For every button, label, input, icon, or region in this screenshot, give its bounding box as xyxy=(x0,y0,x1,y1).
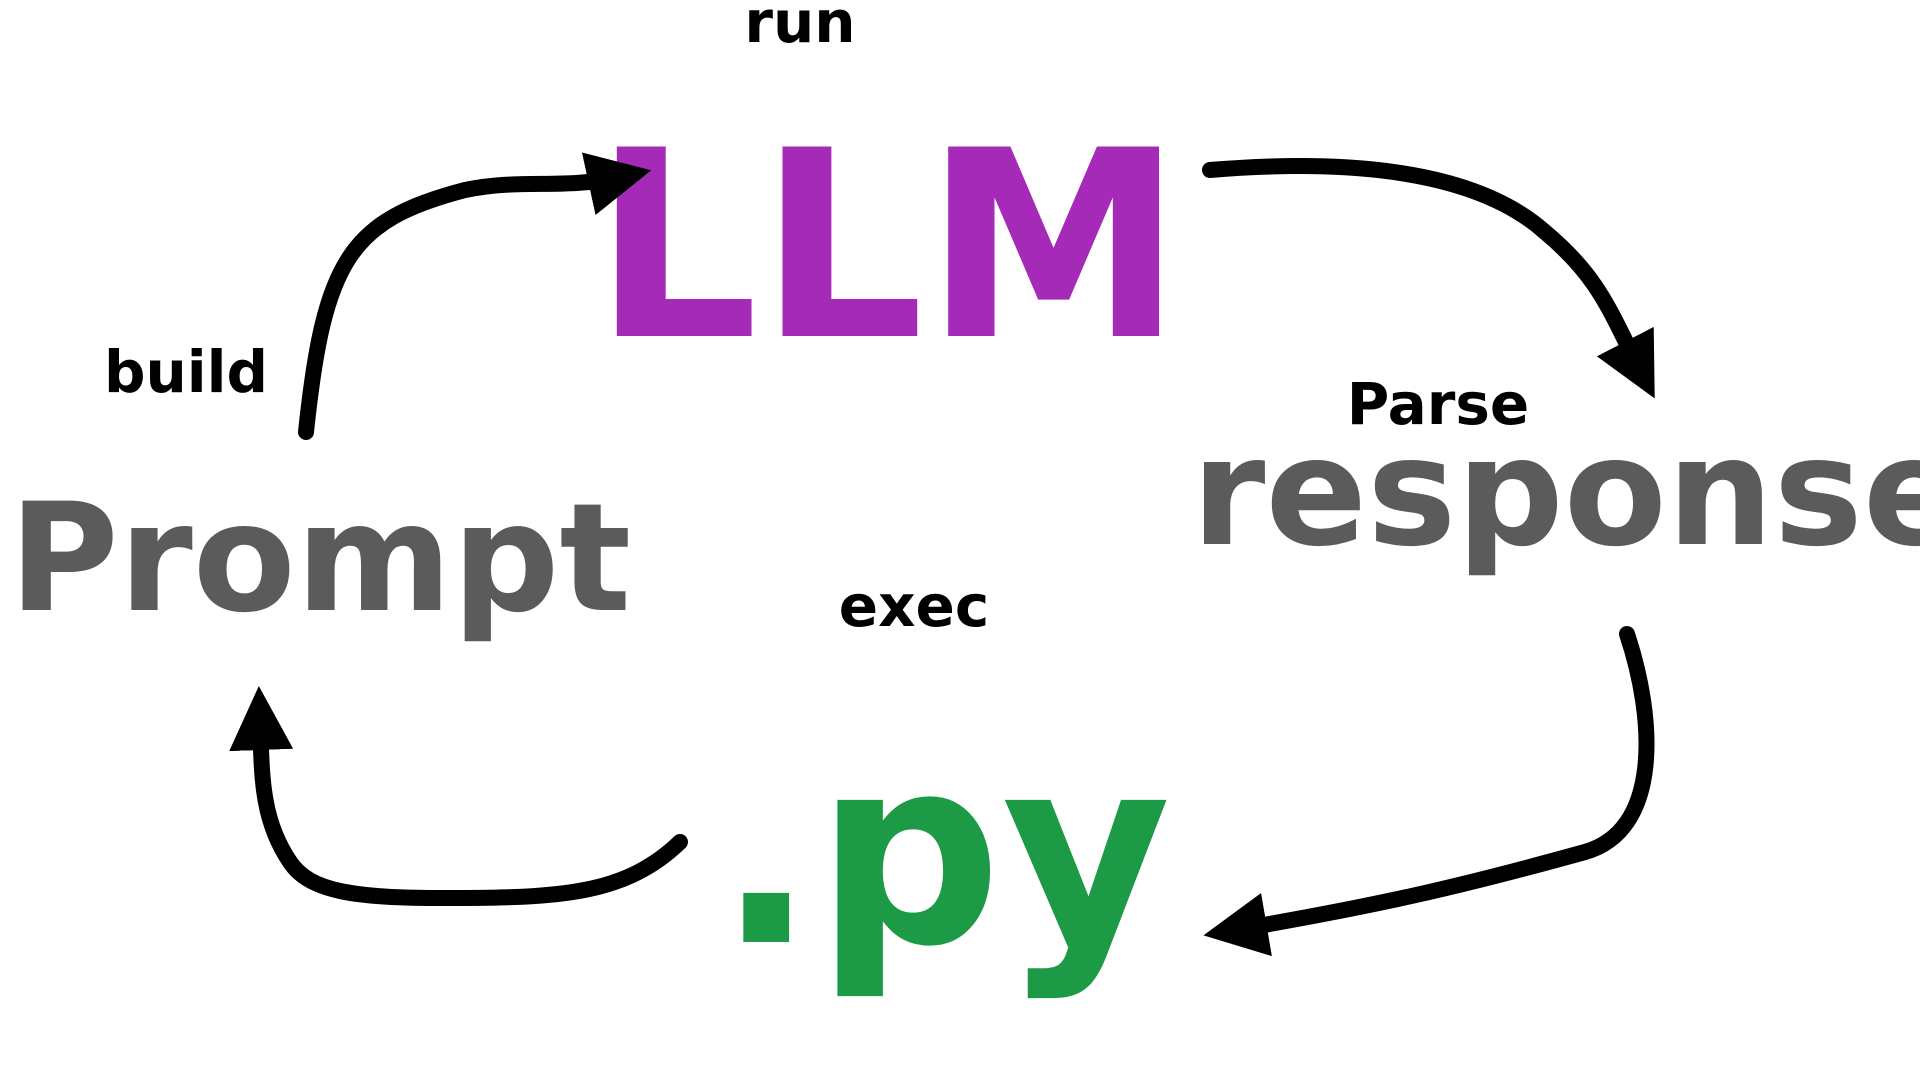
edge-exec-arrow xyxy=(1203,626,1655,957)
edge-label-exec: exec xyxy=(839,572,989,640)
node-py: .py xyxy=(717,702,1171,1004)
edge-loop-arrow xyxy=(229,686,688,906)
node-response: response xyxy=(1191,406,1920,580)
edge-label-parse: Parse xyxy=(1347,370,1530,438)
edge-label-run: run xyxy=(744,0,855,56)
edge-label-build: build xyxy=(104,338,268,406)
edge-build-arrow xyxy=(298,152,652,440)
node-prompt: Prompt xyxy=(9,472,631,646)
node-llm: LLM xyxy=(593,96,1183,398)
edge-parse-arrow xyxy=(1202,158,1655,399)
